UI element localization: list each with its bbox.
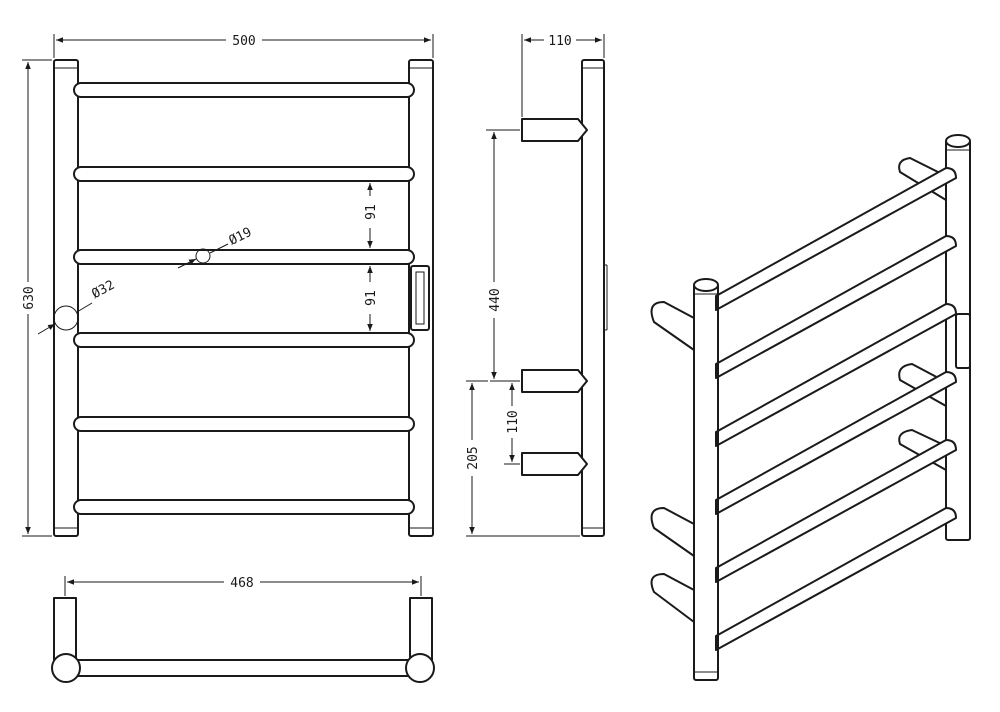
- side-view: 110 440 110 205: [466, 34, 608, 537]
- top-view: 468: [51, 576, 435, 683]
- dim-rail-spacing-lower: 91: [364, 290, 379, 306]
- wall-bracket-top: [521, 118, 588, 142]
- rail-6: [73, 499, 415, 515]
- dim-rail-diameter: Ø19: [227, 225, 255, 249]
- dim-front-height: 630: [22, 286, 37, 309]
- left-post: [53, 59, 79, 537]
- dim-rail-spacing-upper: 91: [364, 204, 379, 220]
- rail-1: [73, 82, 415, 98]
- iso-bracket-front-top: [650, 301, 695, 351]
- rails: [73, 82, 415, 515]
- isometric-view: [650, 134, 971, 681]
- switch-box: [410, 265, 430, 331]
- rail-4: [73, 332, 415, 348]
- rail-5: [73, 416, 415, 432]
- iso-rail-5: [715, 439, 957, 583]
- wall-bracket-middle: [521, 369, 588, 393]
- iso-rail-4: [715, 371, 957, 515]
- right-post: [408, 59, 434, 537]
- iso-rails: [715, 167, 957, 651]
- dim-side-bracket-gap: 110: [506, 410, 521, 433]
- top-bracket-right: [409, 597, 433, 661]
- iso-front-post: [693, 283, 719, 681]
- iso-rail-6: [715, 507, 957, 651]
- dim-side-bracket-span: 440: [488, 288, 503, 311]
- iso-bracket-front-bottom: [650, 573, 695, 623]
- top-rail: [59, 659, 429, 677]
- rail-3: [73, 249, 415, 265]
- dim-side-depth: 110: [548, 34, 571, 49]
- iso-rail-2: [715, 235, 957, 379]
- rail-2: [73, 166, 415, 182]
- wall-bracket-bottom: [521, 452, 588, 476]
- iso-rail-1: [715, 167, 957, 311]
- dim-side-bottom-height: 205: [466, 446, 481, 469]
- top-post-right: [405, 653, 435, 683]
- dim-front-width: 500: [232, 34, 255, 49]
- dim-post-diameter: Ø32: [89, 278, 117, 302]
- front-view: 500 630 91 91 Ø19 Ø32: [22, 34, 434, 537]
- iso-bracket-front-mid: [650, 507, 695, 557]
- iso-switch: [955, 313, 971, 369]
- top-bracket-left: [53, 597, 77, 661]
- top-post-left: [51, 653, 81, 683]
- side-post: [581, 59, 605, 537]
- dim-top-width: 468: [230, 576, 253, 591]
